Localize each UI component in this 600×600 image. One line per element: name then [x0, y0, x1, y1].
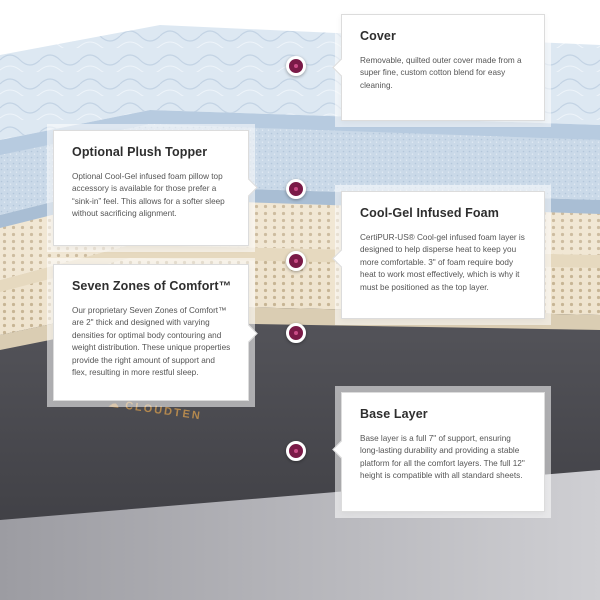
cover-description: Removable, quilted outer cover made from… — [360, 56, 522, 90]
cool-gel-callout: Cool-Gel Infused Foam CertiPUR-US® Cool-… — [332, 191, 545, 319]
cool-gel-description: CertiPUR-US® Cool-gel infused foam layer… — [360, 233, 525, 292]
cover-callout: Cover Removable, quilted outer cover mad… — [332, 14, 545, 121]
seven-zones-title: Seven Zones of Comfort™ — [72, 279, 232, 293]
plush-topper-description: Optional Cool-Gel infused foam pillow to… — [72, 172, 225, 219]
seven-zones-callout: Seven Zones of Comfort™ Our proprietary … — [53, 264, 258, 401]
seven-zones-description: Our proprietary Seven Zones of Comfort™ … — [72, 306, 231, 378]
base-layer-marker-dot[interactable] — [286, 441, 306, 461]
cover-marker-dot[interactable] — [286, 56, 306, 76]
base-layer-title: Base Layer — [360, 407, 428, 421]
cover-title: Cover — [360, 29, 396, 43]
plush-topper-callout: Optional Plush Topper Optional Cool-Gel … — [53, 130, 258, 246]
plush-topper-marker-dot[interactable] — [286, 179, 306, 199]
seven-zones-marker-dot[interactable] — [286, 323, 306, 343]
base-layer-description: Base layer is a full 7" of support, ensu… — [360, 434, 525, 481]
cool-gel-marker-dot[interactable] — [286, 251, 306, 271]
base-layer-callout: Base Layer Base layer is a full 7" of su… — [332, 392, 545, 512]
plush-topper-title: Optional Plush Topper — [72, 145, 208, 159]
cool-gel-title: Cool-Gel Infused Foam — [360, 206, 499, 220]
